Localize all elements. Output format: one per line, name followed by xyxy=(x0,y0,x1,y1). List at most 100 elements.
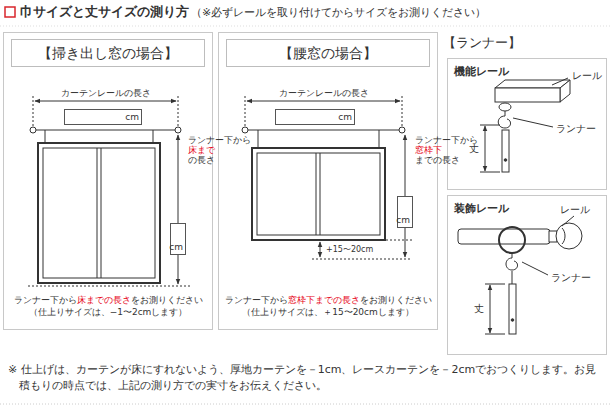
length-dimension xyxy=(485,284,505,334)
functional-rail xyxy=(495,88,560,102)
length-dimension xyxy=(485,334,505,335)
window-frame xyxy=(258,130,259,148)
decorative-rail xyxy=(458,216,582,249)
rail-dimension xyxy=(242,127,248,133)
measure-unit: cm xyxy=(338,113,352,123)
rail-dimension xyxy=(242,96,405,133)
decorative-rail xyxy=(562,228,565,244)
measure-box: cm xyxy=(275,109,355,125)
panel-heading: 【腰窓の場合】 xyxy=(226,39,430,67)
window-frame xyxy=(101,148,102,278)
ring-runner xyxy=(506,253,518,270)
rail-dimension xyxy=(30,96,181,133)
dimension-label: までの長さ xyxy=(415,156,424,166)
length-dimension xyxy=(485,126,486,171)
drop-dimension xyxy=(312,259,412,260)
measure-box: cm xyxy=(64,109,142,125)
page-title: 巾サイズと丈サイズの測り方 xyxy=(20,3,189,21)
caption: ランナー下から xyxy=(225,295,288,305)
caption: をお測りください xyxy=(360,295,432,305)
dimension-label-group: カーテンレールの長さ xyxy=(245,87,402,100)
measure-box: cm xyxy=(397,196,413,228)
window-frame xyxy=(320,153,321,235)
ring-runner xyxy=(509,284,516,334)
window-frame xyxy=(97,148,98,278)
window-frame xyxy=(252,148,385,240)
caption: 床までの長さ xyxy=(77,295,131,305)
part-label-group: レール xyxy=(572,69,602,83)
window-frame xyxy=(379,130,380,148)
title-mark xyxy=(5,7,15,17)
drop-dimension xyxy=(178,135,179,284)
title-note-group: （※必ずレールを取り付けてからサイズをお測りください） xyxy=(191,5,486,20)
runner-hook xyxy=(498,111,510,128)
part-label: ランナー xyxy=(556,123,596,134)
ring-runner xyxy=(499,227,548,334)
decorative-rail xyxy=(458,229,550,244)
rail-dimension xyxy=(399,127,405,133)
dimension-label-group: ランナー下から窓枠下までの長さ xyxy=(415,136,424,166)
rail-dimension xyxy=(175,127,181,133)
length-dimension xyxy=(480,172,500,173)
drop-dimension xyxy=(386,240,412,241)
part-label: レール xyxy=(560,204,590,215)
footer-rule xyxy=(0,404,610,405)
length-dimension xyxy=(480,125,500,126)
caption: ランナー下から xyxy=(14,295,77,305)
measure-box: cm xyxy=(170,223,186,255)
length-dimension xyxy=(480,125,500,172)
dimension-label: の長さ xyxy=(188,156,197,166)
drop-dimension xyxy=(312,135,412,259)
length-dimension xyxy=(490,285,491,333)
caption-group: ランナー下から床までの長さをお測りください（仕上りサイズは、−1〜2cmします） xyxy=(3,294,213,318)
rail-dimension xyxy=(402,96,403,128)
dimension-label: カーテンレールの長さ xyxy=(279,88,369,98)
part-label: ランナー xyxy=(551,272,591,283)
part-label: レール xyxy=(572,70,602,81)
dimension-label: ランナー下から xyxy=(415,136,424,146)
ring-runner xyxy=(499,227,525,253)
caption-group: ランナー下から窓枠下までの長さをお測りください（仕上りサイズは、＋15〜20cm… xyxy=(218,294,438,318)
functional-rail xyxy=(560,80,570,102)
dimension-label: +15〜20cm xyxy=(326,245,373,254)
decorative-rail xyxy=(562,216,574,226)
functional-rail xyxy=(495,78,570,102)
ring-runner xyxy=(511,319,514,322)
runner-hook xyxy=(502,130,509,172)
measure-unit: cm xyxy=(169,243,183,253)
panel-heading: 【掃き出し窓の場合】 xyxy=(11,39,205,67)
rail-dimension xyxy=(33,130,178,131)
window-frame xyxy=(252,130,385,240)
dimension-label: 床まで xyxy=(188,146,197,156)
drop-dimension xyxy=(320,242,321,257)
footnote-group: ※ 仕上げは、カーテンが床にすれないよう、厚地カーテンを－1cm、レースカーテン… xyxy=(8,362,602,394)
section-heading: 【ランナー】 xyxy=(443,35,521,50)
part-label-group: ランナー xyxy=(551,271,591,285)
functional-rail xyxy=(552,78,568,85)
drop-dimension xyxy=(28,135,192,286)
runner-hook xyxy=(498,103,553,172)
rail-dimension xyxy=(178,96,179,128)
footnote: ※ 仕上げは、カーテンが床にすれないよう、厚地カーテンを－1cm、レースカーテン… xyxy=(8,363,596,392)
runner-hook xyxy=(513,118,553,127)
rail-dimension xyxy=(247,101,400,102)
decorative-rail xyxy=(556,223,582,249)
window-frame xyxy=(257,153,380,235)
window-panel: 【腰窓の場合】 cm cm xyxy=(218,32,438,330)
part-label-group: ランナー xyxy=(556,122,596,136)
dimension-label: 丈 xyxy=(474,303,484,314)
window-frame xyxy=(316,153,317,235)
rail-dimension xyxy=(33,96,34,128)
dimension-label-group: ランナー下から床までの長さ xyxy=(188,136,197,166)
window-frame xyxy=(38,130,160,283)
dimension-label: 丈 xyxy=(469,143,479,154)
ring-runner xyxy=(522,262,548,275)
measure-unit: cm xyxy=(396,216,410,226)
dimension-label-group: カーテンレールの長さ xyxy=(33,87,178,100)
length-dimension xyxy=(485,284,505,285)
drop-dimension xyxy=(28,286,192,287)
window-panel: 【掃き出し窓の場合】 cm cm xyxy=(3,32,213,330)
